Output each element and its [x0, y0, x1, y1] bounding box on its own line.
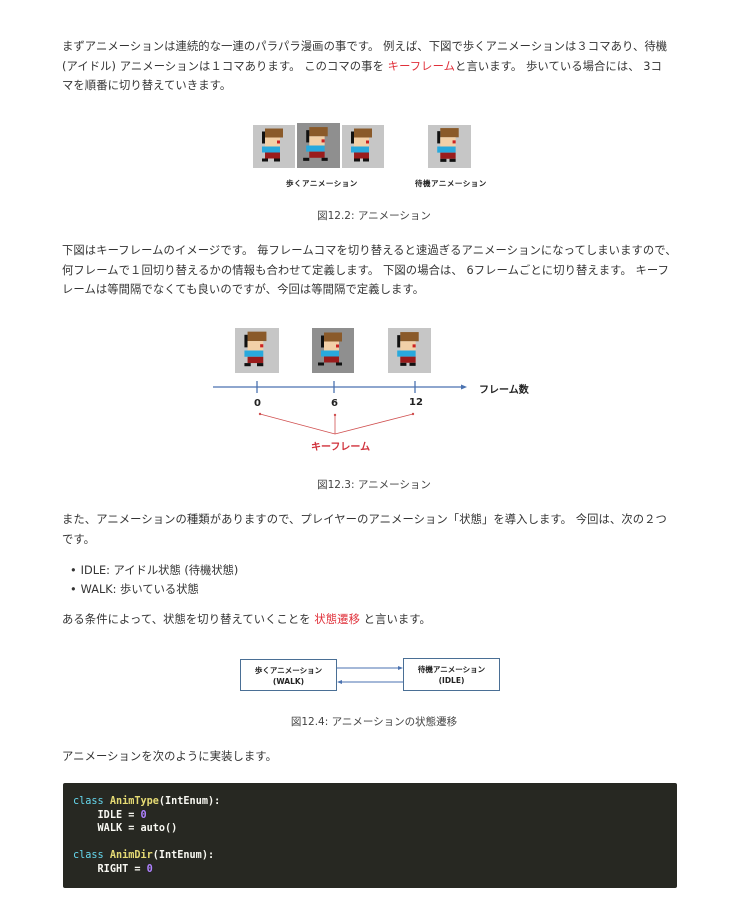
code-text: RIGHT = — [97, 863, 147, 875]
walk-state-title: 歩くアニメーション — [254, 666, 323, 675]
code-block[interactable]: class AnimType(IntEnum): IDLE = 0 WALK =… — [63, 783, 677, 888]
state-line-1: また、アニメーションの種類がありますので、プレイヤーのアニメーション「状態」を導… — [62, 513, 667, 526]
state-line-2: です。 — [62, 532, 96, 546]
intro-line-1: まずアニメーションは連続的な一連のパラパラ漫画の事です。 例えば、下図で歩くアニ… — [62, 40, 668, 53]
figure-caption: 図12.4: アニメーションの状態遷移 — [290, 716, 458, 728]
keyword: class — [73, 850, 104, 862]
keyframe-sprite-6 — [312, 328, 354, 373]
transition-text-after: と言います。 — [359, 613, 431, 626]
code-text: (IntEnum): — [158, 796, 221, 807]
code-line: class AnimDir(IntEnum): — [73, 849, 677, 863]
walk-sprite-1 — [253, 125, 295, 168]
keyframe-sprite-12 — [388, 328, 431, 373]
tick-label-12: 12 — [409, 397, 423, 408]
idle-state-title: 待機アニメーション — [417, 665, 486, 674]
keyframe-annotation: キーフレーム — [311, 442, 371, 453]
code-line: WALK = auto() — [73, 822, 677, 836]
intro-line-2b: と言います。 歩いている場合には、 3コ — [455, 59, 662, 73]
idle-animation-label: 待機アニメーション — [415, 179, 487, 188]
code-line-blank — [73, 836, 677, 850]
walk-sprite-2 — [297, 123, 340, 168]
walk-state-box: 歩くアニメーション (WALK) — [240, 659, 337, 691]
indent — [73, 810, 98, 821]
transition-paragraph: ある条件によって、状態を切り替えていくことを 状態遷移 と言います。 — [62, 610, 680, 630]
figure-caption: 図12.3: アニメーション — [317, 479, 431, 491]
keyframe-paragraph: 下図はキーフレームのイメージです。 毎フレームコマを切り替えると速過ぎるアニメー… — [62, 241, 680, 300]
indent — [73, 823, 98, 834]
keyframe-sprite-0 — [235, 328, 279, 373]
code-text: IDLE = — [97, 809, 141, 821]
figure-caption: 図12.2: アニメーション — [317, 210, 431, 222]
class-name: AnimType — [109, 796, 159, 807]
tick-label-0: 0 — [254, 398, 261, 409]
idle-sprite — [428, 125, 471, 168]
intro-line-2a: (アイドル) アニメーションは１コマあります。 このコマの事を — [62, 59, 388, 73]
state-list: IDLE: アイドル状態 (待機状態) WALK: 歩いている状態 — [62, 561, 239, 599]
timeline-arrows-icon — [213, 381, 467, 435]
walk-animation-label: 歩くアニメーション — [286, 179, 358, 188]
intro-line-3: マを順番に切り替えていきます。 — [62, 79, 232, 92]
transition-arrows-icon — [337, 666, 403, 684]
character-sprite-icon — [262, 128, 283, 162]
implement-paragraph: アニメーションを次のように実装します。 — [62, 750, 277, 763]
list-item: IDLE: アイドル状態 (待機状態) — [62, 561, 239, 580]
axis-label: フレーム数 — [479, 385, 529, 396]
keyword: class — [73, 796, 104, 807]
walk-sprite-3 — [342, 125, 384, 168]
intro-paragraph: まずアニメーションは連続的な一連のパラパラ漫画の事です。 例えば、下図で歩くアニ… — [62, 37, 680, 96]
idle-state-box: 待機アニメーション (IDLE) — [403, 658, 500, 691]
character-sprite-icon — [351, 128, 372, 162]
character-sprite-icon — [397, 332, 419, 366]
indent — [73, 864, 98, 875]
code-line: RIGHT = 0 — [73, 863, 677, 877]
character-sprite-icon — [437, 128, 459, 162]
list-item: WALK: 歩いている状態 — [62, 580, 238, 599]
code-text: WALK = auto() — [97, 823, 178, 835]
keyframe-line-1: 下図はキーフレームのイメージです。 毎フレームコマを切り替えると速過ぎるアニメー… — [62, 244, 677, 257]
number-literal: 0 — [140, 809, 147, 821]
keyframe-line-2: 何フレームで１回切り替えるかの情報も合わせて定義します。 下図の場合は、 6フレ… — [62, 263, 670, 277]
keyframe-term: キーフレーム — [387, 59, 456, 73]
character-sprite-icon — [303, 127, 328, 161]
tick-label-6: 6 — [331, 398, 338, 409]
keyframe-line-3: レームは等間隔でなくても良いのですが、今回は等間隔で定義します。 — [62, 283, 425, 296]
state-paragraph: また、アニメーションの種類がありますので、プレイヤーのアニメーション「状態」を導… — [62, 510, 680, 549]
code-text: (IntEnum): — [152, 850, 215, 862]
class-name: AnimDir — [109, 850, 153, 862]
character-sprite-icon — [244, 331, 267, 367]
character-sprite-icon — [318, 332, 342, 366]
number-literal: 0 — [146, 863, 153, 875]
idle-state-code: (IDLE) — [438, 676, 465, 685]
state-transition-term: 状態遷移 — [314, 613, 360, 626]
walk-state-code: (WALK) — [272, 677, 305, 686]
code-line: IDLE = 0 — [73, 809, 677, 823]
transition-text-before: ある条件によって、状態を切り替えていくことを — [62, 613, 315, 626]
code-line: class AnimType(IntEnum): — [73, 795, 677, 809]
